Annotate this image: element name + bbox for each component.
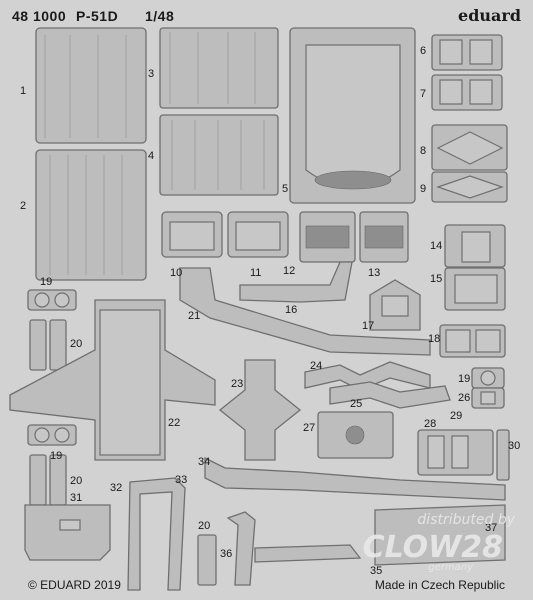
label-part-8: 8 <box>420 145 427 157</box>
part-6-bracket <box>431 34 503 71</box>
part-20-bars-bottom <box>29 454 67 506</box>
part-13-mesh <box>359 211 409 263</box>
label-part-5: 5 <box>282 183 289 195</box>
label-part-7: 7 <box>420 88 427 100</box>
part-16-strip <box>239 261 353 303</box>
part-21-strip <box>179 267 431 356</box>
label-part-27: 27 <box>303 422 316 434</box>
scale: 1/48 <box>145 8 175 24</box>
part-31-panel <box>24 504 111 561</box>
brand-logo: eduard <box>458 6 521 25</box>
label-part-4: 4 <box>148 150 155 162</box>
label-part-30: 30 <box>508 440 521 452</box>
label-part-24: 24 <box>310 360 323 372</box>
label-part-37: 37 <box>485 522 498 534</box>
part-5-radiator <box>289 27 416 204</box>
label-part-12: 12 <box>283 265 296 277</box>
label-part-2: 2 <box>20 200 27 212</box>
label-part-33: 33 <box>175 474 188 486</box>
label-part-22: 22 <box>168 417 181 429</box>
part-37-panel <box>374 504 506 566</box>
label-part-28: 28 <box>424 418 437 430</box>
model-name: P-51D <box>76 8 119 24</box>
part-7-bracket <box>431 74 503 111</box>
copyright: © EDUARD 2019 <box>28 578 121 592</box>
label-part-35: 35 <box>370 565 383 577</box>
part-36-strip <box>226 511 362 586</box>
part-1-panel <box>35 27 147 144</box>
part-28-29-pieces <box>417 429 494 476</box>
label-part-18: 18 <box>428 333 441 345</box>
label-part-16: 16 <box>285 304 298 316</box>
part-15-plate <box>444 267 506 311</box>
label-part-15: 15 <box>430 273 443 285</box>
part-12-mesh <box>299 211 356 263</box>
part-19-rosette-right <box>471 367 505 389</box>
distributor-watermark: distributed by <box>417 512 515 528</box>
part-4-panel <box>159 114 279 196</box>
label-part-6: 6 <box>420 45 427 57</box>
label-part-17: 17 <box>362 320 375 332</box>
label-part-36: 36 <box>220 548 233 560</box>
label-part-29: 29 <box>450 410 463 422</box>
distributor-country: germany <box>428 562 473 573</box>
part-20-bar-lower <box>197 534 217 586</box>
part-14-plate <box>444 224 506 268</box>
label-part-23: 23 <box>231 378 244 390</box>
part-2-panel <box>35 149 147 281</box>
label-part-32: 32 <box>110 482 123 494</box>
label-part-14: 14 <box>430 240 443 252</box>
part-9-strip <box>431 171 508 203</box>
label-part-1: 1 <box>20 85 27 97</box>
origin: Made in Czech Republic <box>374 578 505 592</box>
part-19-rosettes-top <box>27 289 77 311</box>
part-8-strip <box>431 124 508 171</box>
part-25-strip <box>329 381 451 409</box>
label-part-20-top: 20 <box>70 338 83 350</box>
label-part-3: 3 <box>148 68 155 80</box>
part-20-bars-top <box>29 319 67 371</box>
label-part-20-lower: 20 <box>198 520 211 532</box>
label-part-26: 26 <box>458 392 471 404</box>
part-23-cross <box>218 359 302 461</box>
part-22-floor <box>9 299 216 461</box>
label-part-20-bottom: 20 <box>70 475 83 487</box>
label-part-34: 34 <box>198 456 211 468</box>
label-part-9: 9 <box>420 183 427 195</box>
part-32-33-strips <box>127 477 186 591</box>
label-part-10: 10 <box>170 267 183 279</box>
part-11-grille <box>227 211 289 258</box>
label-part-19-right: 19 <box>458 373 471 385</box>
part-27-plate <box>317 411 394 459</box>
part-10-grille <box>161 211 223 258</box>
part-18-plates <box>439 324 506 358</box>
distributor-logo: CLOW28 <box>362 530 503 565</box>
label-part-13: 13 <box>368 267 381 279</box>
part-30-bar <box>496 429 510 481</box>
part-34-35-strip <box>204 456 506 501</box>
part-17-frame <box>369 279 421 331</box>
part-19-rosettes-bottom <box>27 424 77 446</box>
label-part-19-top: 19 <box>40 276 53 288</box>
set-code: 48 1000 <box>12 8 67 24</box>
label-part-21: 21 <box>188 310 201 322</box>
label-part-25: 25 <box>350 398 363 410</box>
part-3-panel <box>159 27 279 109</box>
label-part-11: 11 <box>250 267 262 279</box>
part-26-detail <box>471 387 505 409</box>
label-part-31: 31 <box>70 492 83 504</box>
label-part-19-bottom: 19 <box>50 450 63 462</box>
